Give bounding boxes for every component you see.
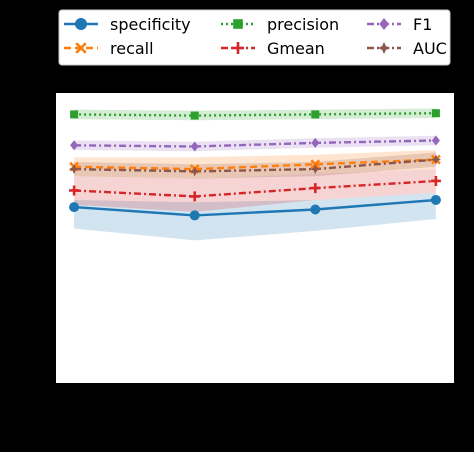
legend-label-gmean: Gmean xyxy=(267,39,325,58)
marker-f1-1 xyxy=(70,140,79,151)
marker-f1-4 xyxy=(431,135,440,146)
legend-marker-precision xyxy=(233,19,243,29)
marker-auc-3 xyxy=(310,164,321,175)
legend-label-precision: precision xyxy=(267,15,339,34)
legend-marker-auc xyxy=(378,42,390,54)
marker-auc-2 xyxy=(189,166,200,177)
plot-area xyxy=(56,93,454,383)
legend-box xyxy=(58,9,451,66)
marker-precision-4 xyxy=(431,109,440,118)
marker-precision-1 xyxy=(70,110,79,119)
marker-gmean-3 xyxy=(310,183,321,194)
legend-marker-f1 xyxy=(379,18,389,30)
line-precision xyxy=(74,112,436,117)
marker-specificity-1 xyxy=(69,202,80,213)
line-auc xyxy=(74,158,436,173)
marker-specificity-2 xyxy=(189,210,200,221)
legend-label-recall: recall xyxy=(110,39,154,58)
series-markers xyxy=(69,109,441,221)
line-recall xyxy=(74,158,436,171)
legend-marker-specificity xyxy=(75,18,87,30)
marker-precision-3 xyxy=(311,110,320,119)
band-gmean xyxy=(74,169,436,212)
line-specificity xyxy=(74,198,436,217)
marker-gmean-2 xyxy=(189,191,200,202)
marker-auc-1 xyxy=(69,164,80,175)
marker-gmean-4 xyxy=(430,175,441,186)
legend-label-auc: AUC xyxy=(413,39,447,58)
marker-specificity-3 xyxy=(310,204,321,215)
series-lines xyxy=(74,112,436,217)
legend-marker-recall xyxy=(75,42,87,54)
band-specificity xyxy=(74,192,436,241)
line-f1 xyxy=(74,139,436,148)
marker-f1-3 xyxy=(311,137,320,148)
legend-label-f1: F1 xyxy=(413,15,432,34)
legend-marker-gmean xyxy=(232,42,244,54)
marker-gmean-1 xyxy=(69,185,80,196)
marker-precision-2 xyxy=(190,111,199,120)
legend-label-specificity: specificity xyxy=(110,15,191,34)
marker-auc-4 xyxy=(430,154,441,165)
marker-f1-2 xyxy=(190,141,199,152)
line-gmean xyxy=(74,179,436,198)
axis-ticks xyxy=(50,97,437,389)
marker-specificity-4 xyxy=(430,194,441,205)
